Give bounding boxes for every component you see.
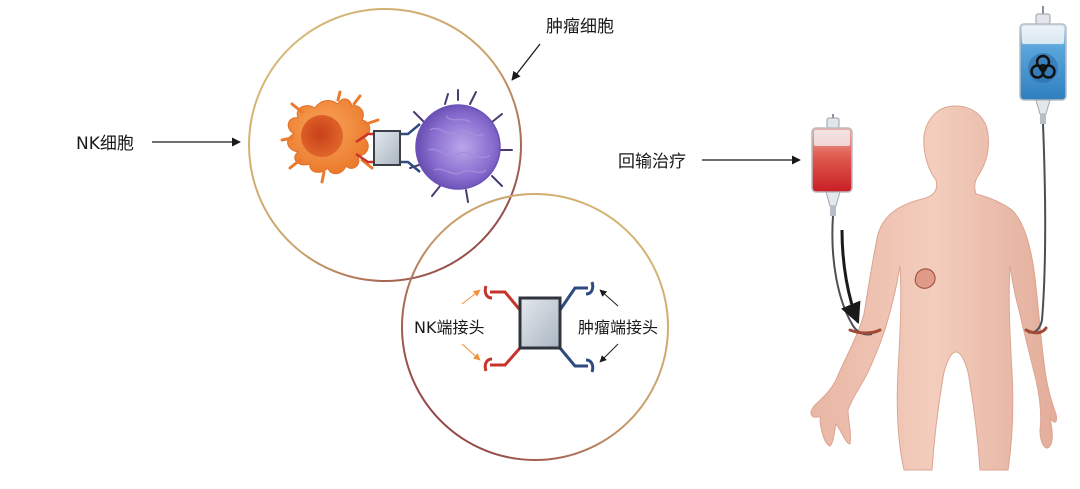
nk-end-label: NK端接头	[414, 318, 484, 337]
nk-cell	[280, 90, 380, 184]
blood-bag	[811, 114, 853, 216]
small-engager	[355, 123, 421, 173]
nk-end-arrow-bottom	[461, 343, 481, 361]
nk-end-arrow-top	[461, 289, 481, 305]
engager-detail-ring	[401, 193, 669, 461]
large-engager	[483, 281, 595, 373]
cell-interaction-ring	[248, 8, 522, 282]
cell-product-bag	[1019, 6, 1067, 124]
tumor-end-label: 肿瘤端接头	[578, 318, 658, 337]
reinfusion-label: 回输治疗	[618, 152, 686, 172]
biohazard-icon	[1028, 53, 1058, 83]
tumor-lesion	[914, 268, 936, 289]
nk-nucleus	[301, 115, 343, 157]
tumor-cell-pointer	[511, 43, 541, 81]
tumor-cell	[409, 89, 513, 203]
tumor-end-arrow-top	[599, 289, 619, 307]
tumor-end-arrow-bottom	[599, 343, 619, 363]
nk-cell-label: NK细胞	[76, 134, 134, 154]
tumor-cell-label: 肿瘤细胞	[546, 17, 614, 37]
patient-body	[810, 105, 1057, 471]
infusion-direction-arrow	[840, 229, 861, 324]
cell-product-line	[1027, 123, 1047, 334]
